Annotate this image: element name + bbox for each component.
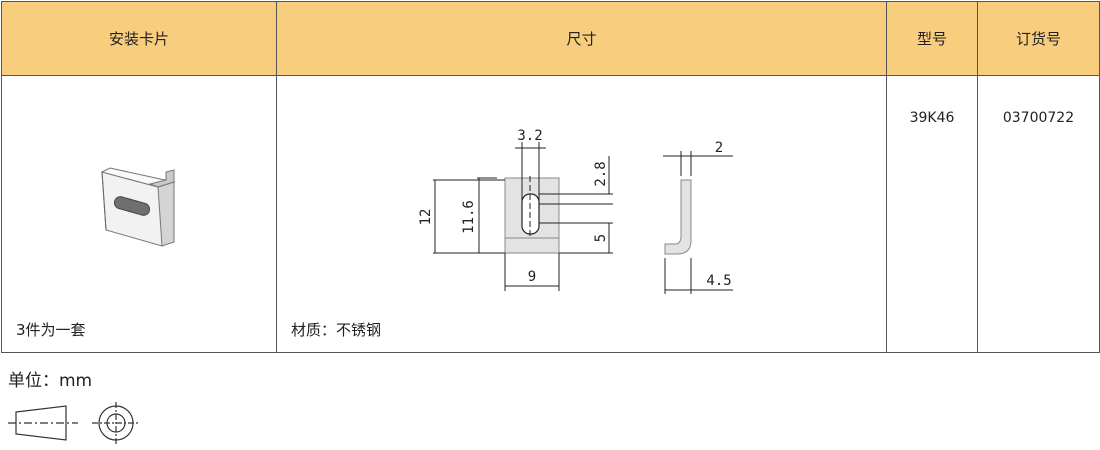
product-cell: 3件为一套 — [1, 75, 277, 353]
header-product: 安装卡片 — [1, 1, 277, 76]
dim-width: 9 — [528, 269, 536, 285]
header-dimensions: 尺寸 — [276, 1, 887, 76]
dim-bottom: 5 — [593, 234, 609, 242]
dimensions-cell: 3.2 2.8 12 11.6 5 9 2 4.5 材质：不锈钢 — [276, 75, 887, 353]
header-order-no: 订货号 — [977, 1, 1100, 76]
unit-label: 单位：mm — [8, 371, 93, 391]
dim-slot-top: 2.8 — [593, 161, 609, 186]
dim-thickness: 2 — [715, 140, 723, 156]
order-no-value: 03700722 — [1002, 110, 1075, 126]
material-note: 材质：不锈钢 — [291, 321, 382, 339]
dim-flange: 4.5 — [706, 273, 731, 289]
table-header-row: 安装卡片 尺寸 型号 订货号 — [1, 1, 1100, 76]
model-value: 39K46 — [909, 110, 955, 126]
table-row: 3件为一套 — [1, 75, 1100, 353]
header-model: 型号 — [886, 1, 978, 76]
dimension-drawing: 3.2 2.8 12 11.6 5 9 2 4.5 — [418, 128, 733, 294]
product-image — [100, 167, 176, 247]
quantity-note: 3件为一套 — [16, 321, 86, 339]
projection-symbol-icon — [8, 402, 140, 444]
dim-slot-width: 3.2 — [517, 128, 542, 144]
model-cell: 39K46 — [886, 75, 978, 353]
order-no-cell: 03700722 — [977, 75, 1100, 353]
dim-height-inner: 11.6 — [461, 200, 477, 234]
spec-table: 安装卡片 尺寸 型号 订货号 3件为一套 — [1, 1, 1100, 353]
dim-height-outer: 12 — [418, 209, 434, 226]
